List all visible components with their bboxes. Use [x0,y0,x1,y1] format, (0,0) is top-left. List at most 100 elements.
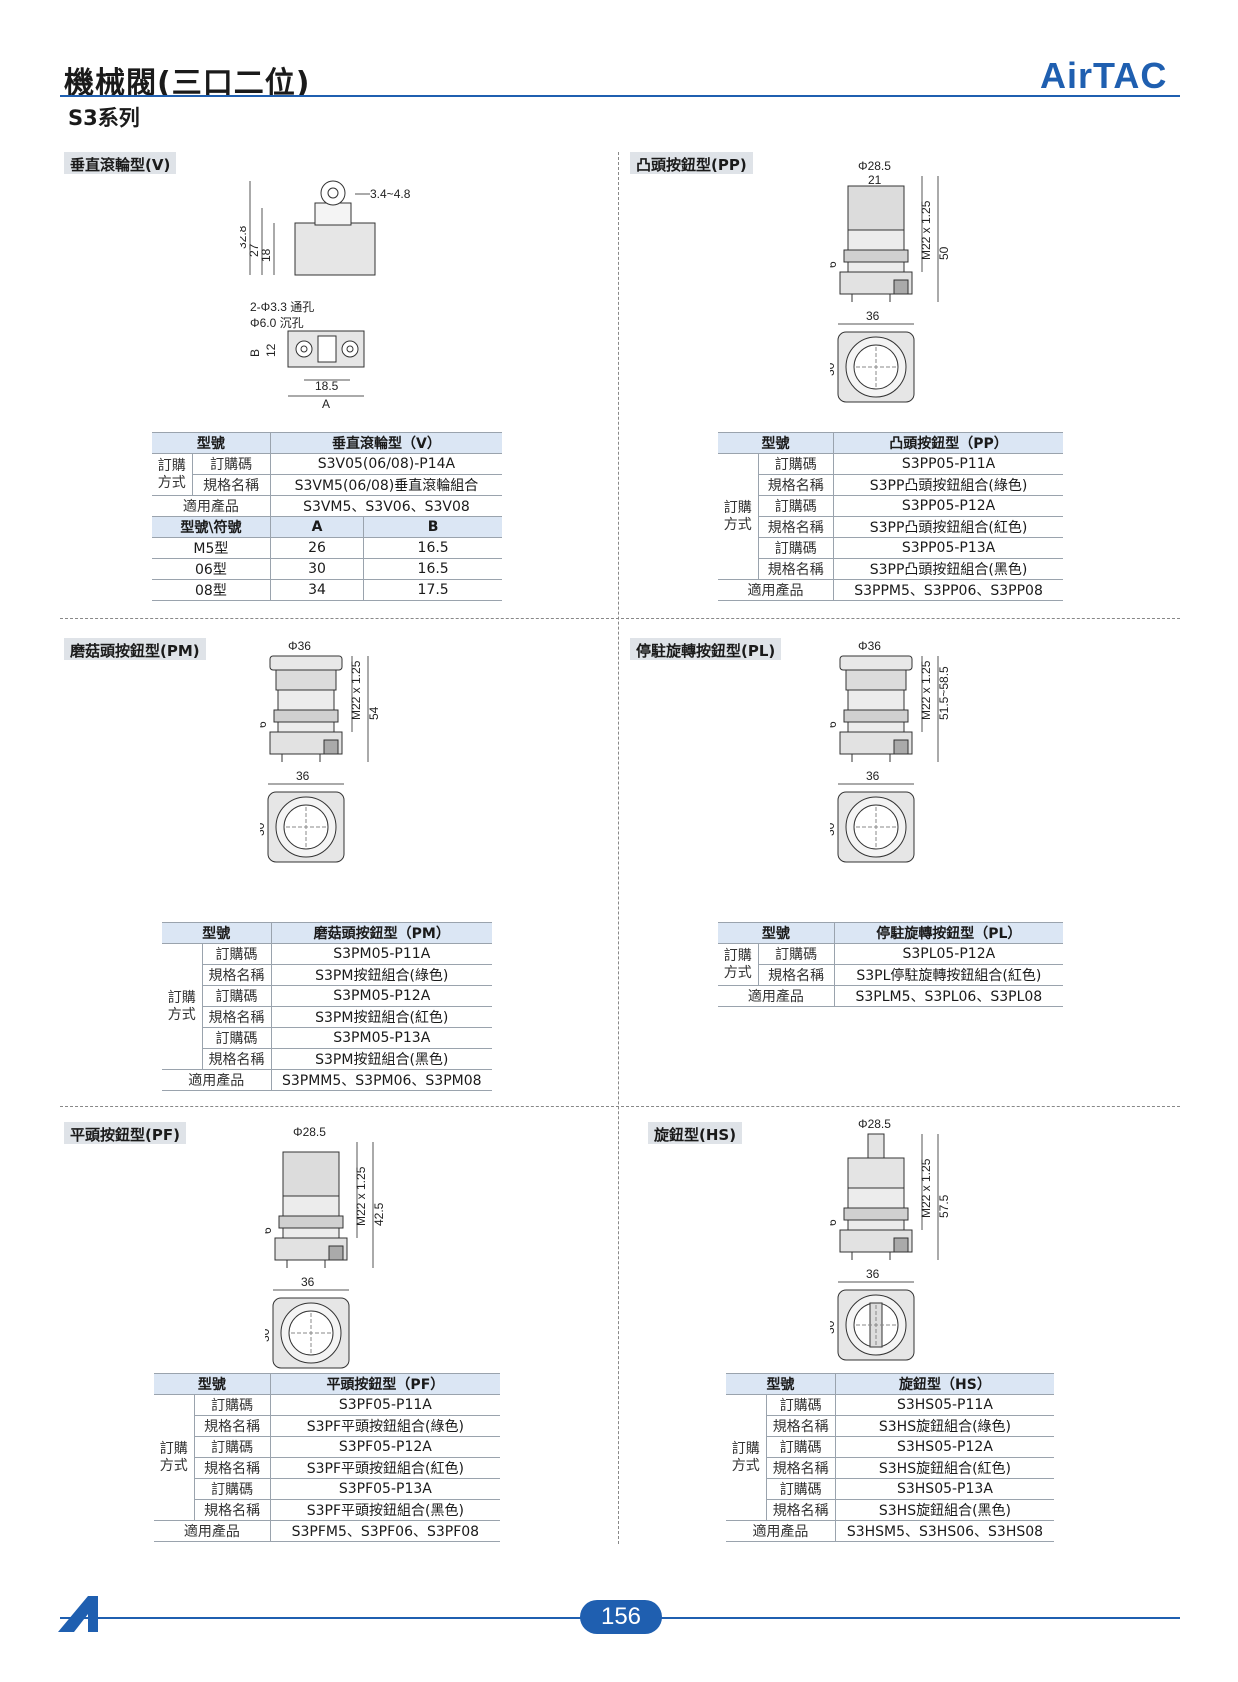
table-hs-row-label: 規格名稱 [766,1457,836,1479]
side-view: M22 x 1.25546Φ363630 [260,639,381,863]
section-label-v: 垂直滾輪型(V) [64,152,177,174]
table-pm-row-label: 訂購碼 [202,943,272,965]
dim-six: 6 [830,261,839,268]
dim-thread: M22 x 1.25 [919,660,933,720]
table-pf-apply-label: 適用產品 [154,1520,271,1542]
table-v-row-value: S3VM5(06/08)垂直滾輪組合 [270,474,502,496]
table-pf-row-value: S3PF平頭按鈕組合(黑色) [270,1499,500,1521]
section-label-pm: 磨菇頭按鈕型(PM) [64,638,206,660]
table-pl-row-label: 訂購碼 [758,943,835,965]
dim-six: 6 [265,1227,274,1234]
drawing-v: 32.8 27 18 3.4~4.8 2-Φ3.3 通孔 Φ6.0 沉孔 B 1… [240,180,411,411]
table-v-row-value: S3V05(06/08)-P14A [270,453,502,475]
dim-height: 54 [367,706,381,720]
table-v-col2: 垂直滾輪型（V） [270,432,502,454]
dim-v-2: 27 [247,243,261,257]
table-pp-row-label: 訂購碼 [758,495,835,517]
dim-diameter: Φ36 [858,639,881,653]
table-pl-apply-value: S3PLM5、S3PL06、S3PL08 [834,985,1063,1007]
footer-logo-icon [58,1596,98,1632]
table-pp-row-value: S3PP05-P12A [833,495,1063,517]
table-pf-row-label: 訂購碼 [194,1436,271,1458]
table-pm-group: 訂購方式 [162,943,203,1070]
dim-diameter: Φ28.5 [858,1117,891,1131]
table-hs-apply-value: S3HSM5、S3HS06、S3HS08 [835,1520,1054,1542]
dim-height: 42.5 [372,1202,386,1226]
dim-v-1: 32.8 [240,225,249,249]
dim-six: 6 [830,1219,839,1226]
table-pl-group: 訂購方式 [718,943,759,986]
table-pm-row-label: 規格名稱 [202,1006,272,1028]
table-pm-row-label: 規格名稱 [202,1048,272,1070]
section-label-pf: 平頭按鈕型(PF) [64,1122,186,1144]
table-pm-apply-value: S3PMM5、S3PM06、S3PM08 [271,1069,492,1091]
table-v-apply-value: S3VM5、S3V06、S3V08 [270,495,502,517]
table-v-size-b: 16.5 [363,537,502,559]
table-pm-apply-label: 適用產品 [162,1069,272,1091]
dim-v-4: 3.4~4.8 [370,187,411,201]
table-pp-row-value: S3PP凸頭按鈕組合(黑色) [833,558,1063,580]
table-pm-col2: 磨菇頭按鈕型（PM） [271,922,492,944]
dim-width: 36 [866,309,880,323]
table-v-size-model: 08型 [152,579,271,601]
series-title: S3系列 [68,106,140,130]
table-v: 型號 垂直滾輪型（V） 訂購方式 訂購碼 S3V05(06/08)-P14A 規… [152,432,502,601]
section-label-pl: 停駐旋轉按鈕型(PL) [630,638,782,660]
table-pl-col2: 停駐旋轉按鈕型（PL） [834,922,1063,944]
table-pf-group: 訂購方式 [154,1394,195,1521]
table-v-size-a: 30 [270,558,365,580]
dim-v-6: 18.5 [315,379,339,393]
table-v-subheader: A [270,516,365,538]
table-v-size-b: 17.5 [363,579,502,601]
table-pp-row-value: S3PP05-P11A [833,453,1063,475]
dim-depth: 30 [830,1320,837,1334]
table-v-group: 訂購方式 [152,453,193,496]
table-hs-row-value: S3HS05-P11A [835,1394,1054,1416]
dim-height: 50 [937,246,951,260]
dim-depth: 30 [265,1328,272,1342]
table-hs-row-label: 訂購碼 [766,1478,836,1500]
dim-v-b: B [248,349,262,357]
table-pf-apply-value: S3PFM5、S3PF06、S3PF08 [270,1520,500,1542]
table-pp-row-label: 訂購碼 [758,537,835,559]
table-v-row-label: 訂購碼 [192,453,271,475]
header-rule [60,95,1180,97]
drawing-pm: M22 x 1.25546Φ363630 [260,639,381,863]
table-pp-row-value: S3PP凸頭按鈕組合(紅色) [833,516,1063,538]
dim-thread: M22 x 1.25 [919,1158,933,1218]
table-pf-row-value: S3PF05-P13A [270,1478,500,1500]
table-pf-row-value: S3PF平頭按鈕組合(紅色) [270,1457,500,1479]
table-hs-row-label: 訂購碼 [766,1436,836,1458]
table-pf-row-value: S3PF平頭按鈕組合(綠色) [270,1415,500,1437]
dim-diameter: Φ28.5 [293,1126,326,1139]
table-pf-row-label: 訂購碼 [194,1394,271,1416]
table-v-apply-label: 適用產品 [152,495,271,517]
table-hs-row-value: S3HS05-P13A [835,1478,1054,1500]
table-pf-col2: 平頭按鈕型（PF） [270,1373,500,1395]
table-pl-row-label: 規格名稱 [758,964,835,986]
dim-depth: 30 [830,822,837,836]
airtac-logo: AirTAC [1040,56,1166,94]
dim-six: 6 [260,721,269,728]
dim-v-hole2: Φ6.0 沉孔 [250,316,304,330]
table-pf-row-label: 訂購碼 [194,1478,271,1500]
row-divider-1 [60,618,1180,619]
table-pm-row-value: S3PM按鈕組合(綠色) [271,964,492,986]
table-hs-group: 訂購方式 [726,1394,767,1521]
table-hs-row-label: 規格名稱 [766,1415,836,1437]
table-hs-row-label: 規格名稱 [766,1499,836,1521]
table-hs-col2: 旋鈕型（HS） [835,1373,1054,1395]
table-pp-row-value: S3PP05-P13A [833,537,1063,559]
dim-v-hole1: 2-Φ3.3 通孔 [250,300,314,314]
table-pp-row-label: 規格名稱 [758,516,835,538]
table-pp-row-label: 規格名稱 [758,474,835,496]
